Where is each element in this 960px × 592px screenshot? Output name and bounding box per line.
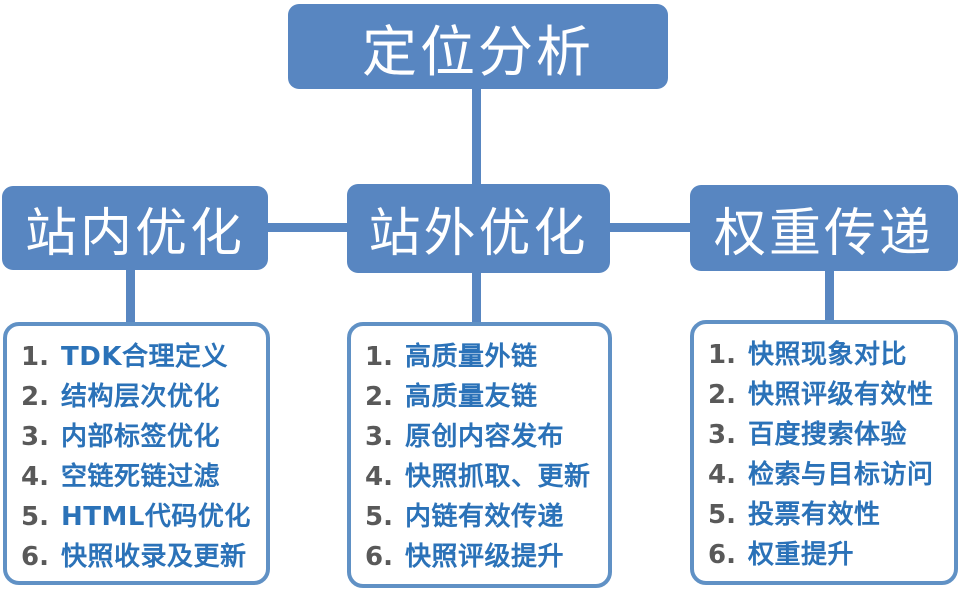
connector-left-to-list <box>126 268 135 324</box>
root-node-label: 定位分析 <box>361 19 594 84</box>
item-number: 1. <box>21 342 49 372</box>
branch-node-offsite-optimization: 站外优化 <box>347 184 610 273</box>
item-number: 5. <box>365 502 393 532</box>
item-label: 空链死链过滤 <box>61 462 221 492</box>
item-number: 5. <box>708 500 736 530</box>
item-label: 快照收录及更新 <box>61 542 247 572</box>
list-item: 5. 内链有效传递 <box>365 497 602 537</box>
item-label: 高质量友链 <box>405 382 538 412</box>
item-number: 1. <box>708 340 736 370</box>
item-label: 快照评级有效性 <box>748 380 934 410</box>
item-number: 4. <box>365 462 393 492</box>
item-number: 2. <box>365 382 393 412</box>
list-item: 1. 快照现象对比 <box>708 335 948 375</box>
list-item: 1. 高质量外链 <box>365 337 602 377</box>
list-item: 1. TDK合理定义 <box>21 337 260 377</box>
item-label: 结构层次优化 <box>61 382 221 412</box>
item-number: 4. <box>21 462 49 492</box>
item-label: 内部标签优化 <box>61 422 221 452</box>
list-item: 5. 投票有效性 <box>708 495 948 535</box>
connector-middle-to-list <box>472 271 481 324</box>
list-item: 3. 内部标签优化 <box>21 417 260 457</box>
list-item: 5. HTML代码优化 <box>21 497 260 537</box>
list-item: 2. 快照评级有效性 <box>708 375 948 415</box>
item-label: 快照评级提升 <box>405 542 565 572</box>
item-label: 内链有效传递 <box>405 502 565 532</box>
branch-node-label: 站外优化 <box>368 204 589 264</box>
branch-node-weight-transfer: 权重传递 <box>690 185 958 271</box>
list-item: 6. 权重提升 <box>708 535 948 575</box>
item-label: 快照现象对比 <box>748 340 908 370</box>
branch-node-onsite-optimization: 站内优化 <box>2 186 268 270</box>
item-number: 3. <box>365 422 393 452</box>
list-item: 3. 百度搜索体验 <box>708 415 948 455</box>
item-number: 6. <box>708 540 736 570</box>
list-item: 3. 原创内容发布 <box>365 417 602 457</box>
item-label: 快照抓取、更新 <box>405 462 591 492</box>
item-label: 百度搜索体验 <box>748 420 908 450</box>
item-number: 3. <box>708 420 736 450</box>
list-box-onsite-optimization: 1. TDK合理定义 2. 结构层次优化 3. 内部标签优化 4. 空链死链过滤… <box>3 322 270 585</box>
list-box-offsite-optimization: 1. 高质量外链 2. 高质量友链 3. 原创内容发布 4. 快照抓取、更新 5… <box>347 322 612 588</box>
root-node-positioning-analysis: 定位分析 <box>288 4 668 89</box>
connector-middle-to-right <box>608 223 692 232</box>
connector-right-to-list <box>825 269 834 322</box>
list-item: 4. 快照抓取、更新 <box>365 457 602 497</box>
list-item: 2. 结构层次优化 <box>21 377 260 417</box>
item-label: 投票有效性 <box>748 500 881 530</box>
item-number: 2. <box>21 382 49 412</box>
list-box-weight-transfer: 1. 快照现象对比 2. 快照评级有效性 3. 百度搜索体验 4. 检索与目标访… <box>690 320 958 585</box>
item-number: 6. <box>365 542 393 572</box>
item-label: TDK合理定义 <box>61 342 228 372</box>
branch-node-label: 站内优化 <box>24 203 245 264</box>
connector-root-to-middle <box>472 88 481 185</box>
item-label: HTML代码优化 <box>61 502 251 532</box>
item-number: 1. <box>365 342 393 372</box>
list-item: 4. 检索与目标访问 <box>708 455 948 495</box>
branch-node-label: 权重传递 <box>713 203 934 264</box>
list-item: 6. 快照评级提升 <box>365 537 602 577</box>
item-number: 4. <box>708 460 736 490</box>
item-number: 3. <box>21 422 49 452</box>
list-item: 6. 快照收录及更新 <box>21 537 260 577</box>
item-number: 5. <box>21 502 49 532</box>
list-item: 4. 空链死链过滤 <box>21 457 260 497</box>
connector-middle-to-left <box>266 223 349 232</box>
item-label: 检索与目标访问 <box>748 460 934 490</box>
item-label: 原创内容发布 <box>405 422 565 452</box>
item-number: 2. <box>708 380 736 410</box>
item-label: 权重提升 <box>748 540 855 570</box>
item-label: 高质量外链 <box>405 342 538 372</box>
list-item: 2. 高质量友链 <box>365 377 602 417</box>
item-number: 6. <box>21 542 49 572</box>
